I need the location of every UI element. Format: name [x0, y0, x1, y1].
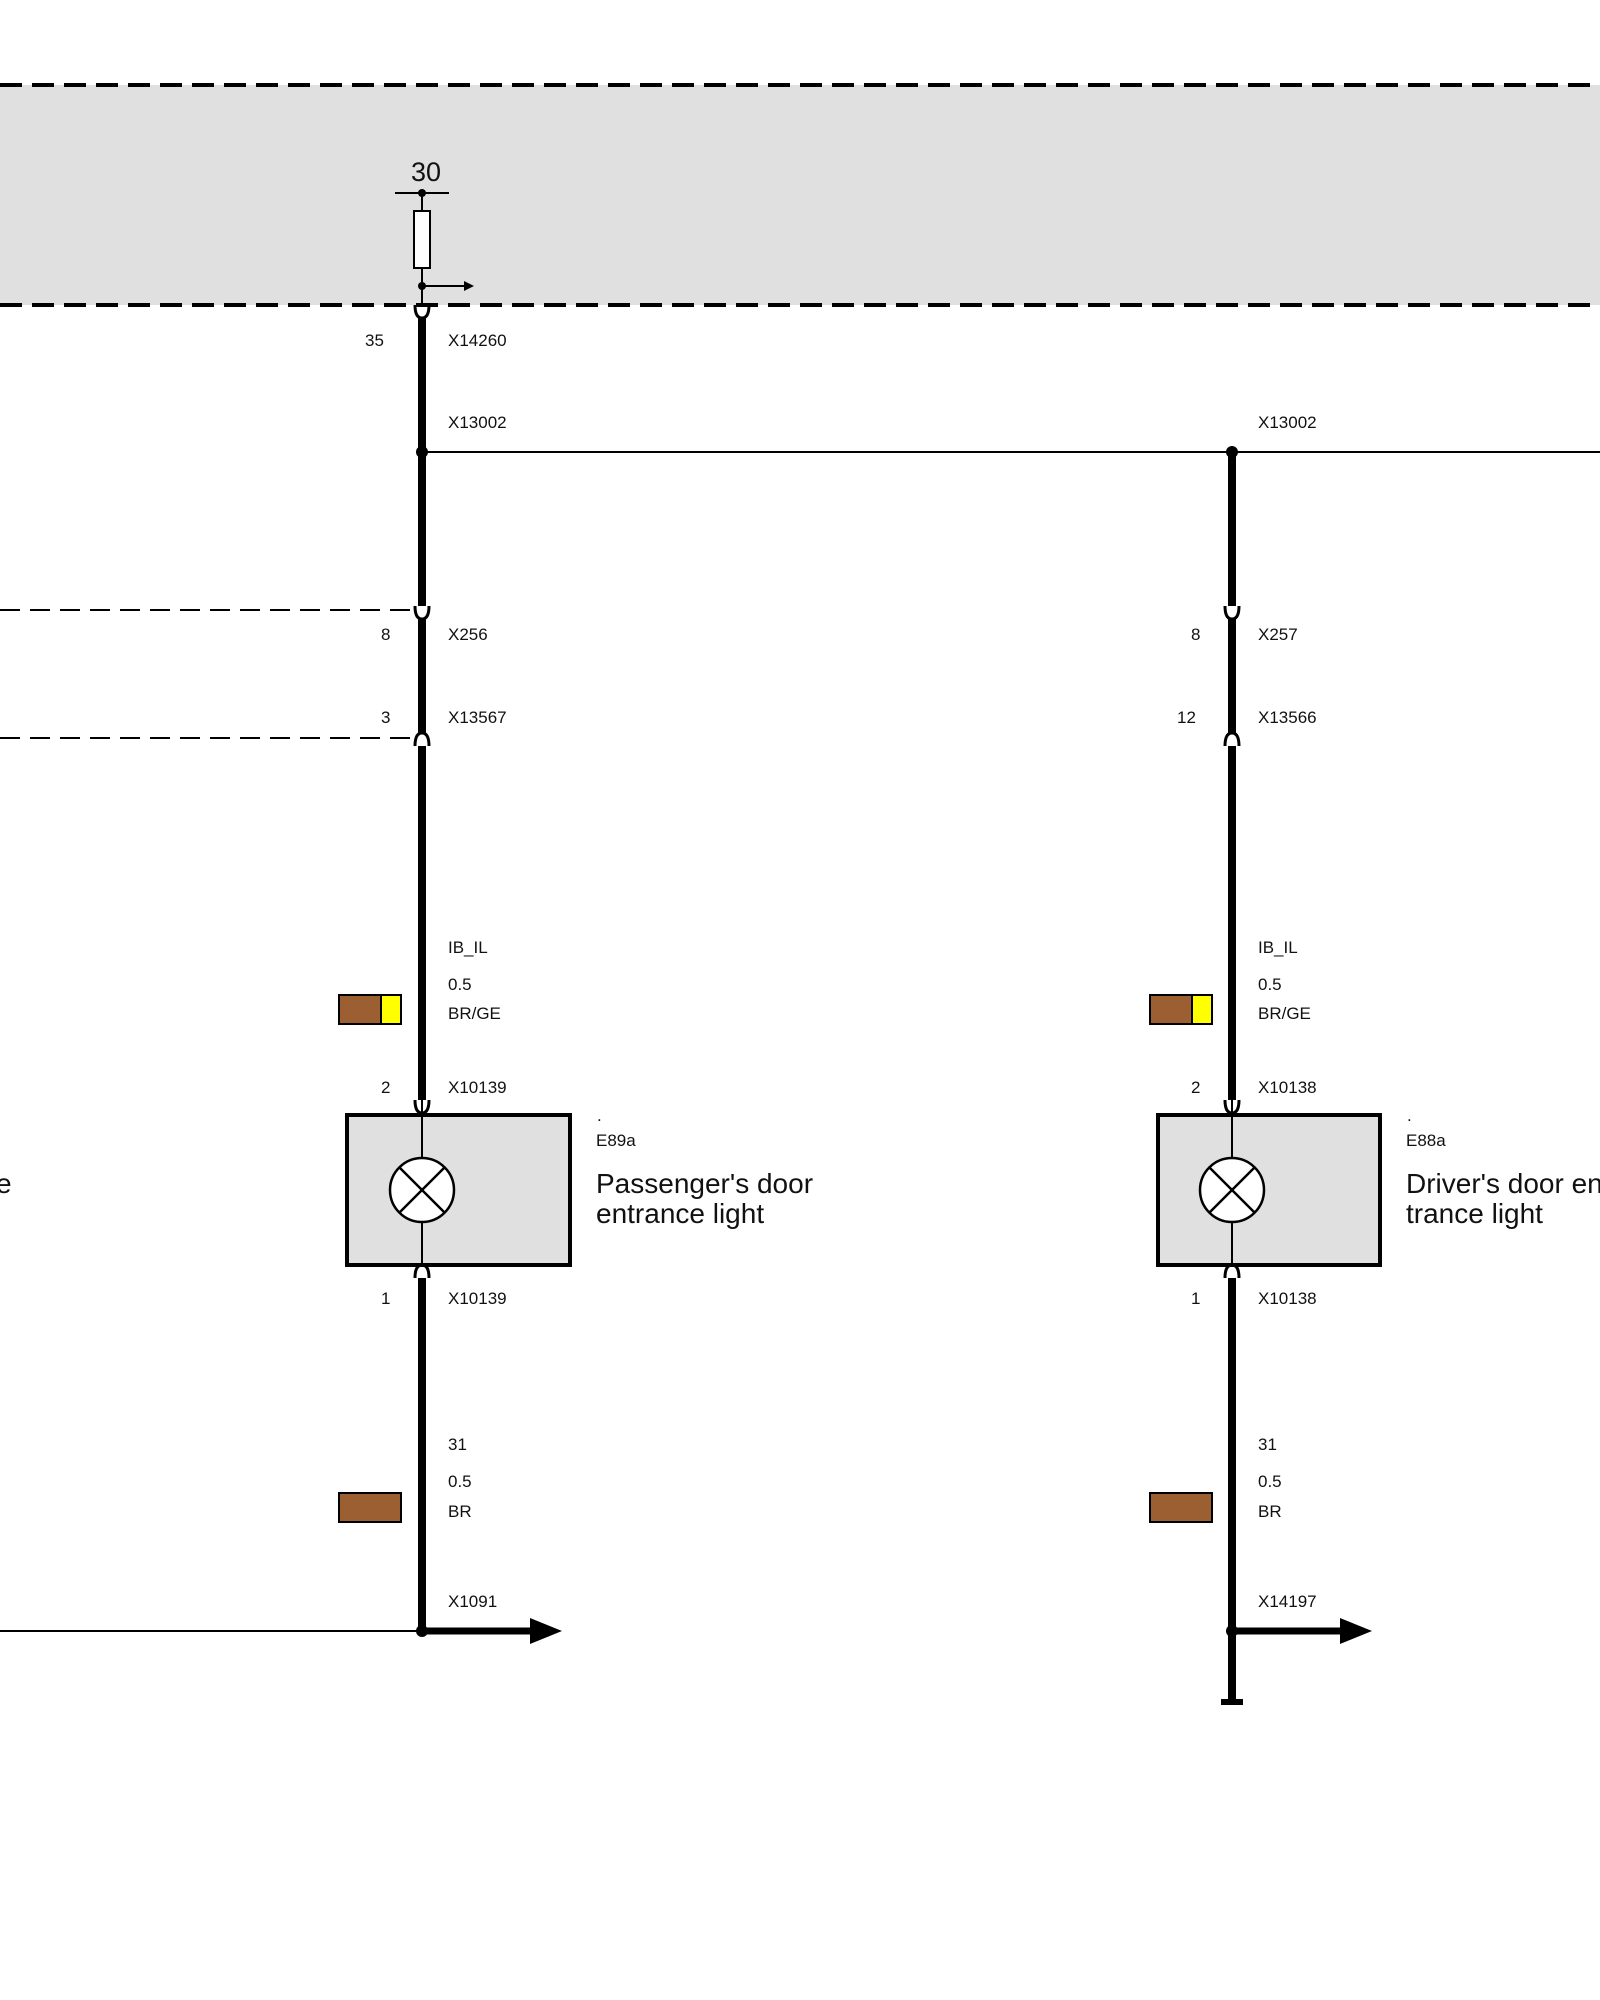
- connector-x257-icon: [1223, 605, 1241, 621]
- terminal-30-label: 30: [411, 157, 441, 187]
- connector-x256-icon: [413, 605, 431, 621]
- ground-arrow-left-icon: [530, 1618, 562, 1644]
- wire-size-label: 0.5: [1258, 975, 1282, 994]
- component-id-e88a: E88a: [1406, 1131, 1446, 1150]
- connector-label-x13566: X13566: [1258, 708, 1317, 727]
- connector-label-x1091: X1091: [448, 1592, 497, 1611]
- wire-color-swatch-yellow: [380, 994, 402, 1025]
- pin-label: 2: [1191, 1078, 1200, 1097]
- connector-x10138-bottom-icon: [1223, 1263, 1241, 1279]
- component-e89a-box: [345, 1113, 572, 1267]
- pin-label: 8: [381, 625, 390, 644]
- lamp-icon: [1198, 1156, 1266, 1224]
- wire-color-swatch-yellow-right: [1191, 994, 1213, 1025]
- component-dot: .: [597, 1106, 602, 1125]
- connector-label-x10138-bottom: X10138: [1258, 1289, 1317, 1308]
- wire-color-label: BR/GE: [448, 1004, 501, 1023]
- wire-color-label: BR/GE: [1258, 1004, 1311, 1023]
- ground-wire-color-label: BR: [448, 1502, 472, 1521]
- pin-label: 2: [381, 1078, 390, 1097]
- connector-label-x13002-left: X13002: [448, 413, 507, 432]
- ground-icon: [1221, 1690, 1243, 1705]
- component-id-e89a: E89a: [596, 1131, 636, 1150]
- connector-x10139-bottom-icon: [413, 1263, 431, 1279]
- wire-color-swatch-br: [338, 1492, 402, 1523]
- connector-label-x10139-bottom: X10139: [448, 1289, 507, 1308]
- control-unit-band: [0, 85, 1600, 305]
- ground-terminal-label: 31: [1258, 1435, 1277, 1454]
- ground-wire-size-label: 0.5: [1258, 1472, 1282, 1491]
- signal-label: IB_IL: [1258, 938, 1298, 957]
- pin-label: 12: [1177, 708, 1196, 727]
- component-name-line2: entrance light: [596, 1198, 764, 1229]
- pin-label: 8: [1191, 625, 1200, 644]
- connector-label-x14260: X14260: [448, 331, 507, 350]
- connector-label-x10139-top: X10139: [448, 1078, 507, 1097]
- lamp-icon: [388, 1156, 456, 1224]
- connector-label-x13567: X13567: [448, 708, 507, 727]
- component-name-line1: Passenger's door: [596, 1168, 813, 1199]
- connector-label-x14197: X14197: [1258, 1592, 1317, 1611]
- component-name-line2: trance light: [1406, 1198, 1543, 1229]
- ground-terminal-label: 31: [448, 1435, 467, 1454]
- connector-x13567-icon: [413, 731, 431, 747]
- ground-arrow-right-icon: [1340, 1618, 1372, 1644]
- pin-label: 1: [1191, 1289, 1200, 1308]
- signal-label: IB_IL: [448, 938, 488, 957]
- connector-x13566-icon: [1223, 731, 1241, 747]
- connector-label-x257: X257: [1258, 625, 1298, 644]
- wire-size-label: 0.5: [448, 975, 472, 994]
- wire-color-swatch-brown: [338, 994, 382, 1025]
- pin-label: 1: [381, 1289, 390, 1308]
- component-e88a-box: [1156, 1113, 1382, 1267]
- pin-label: 35: [365, 331, 384, 350]
- wire-color-swatch-br-right: [1149, 1492, 1213, 1523]
- fuse-icon: [413, 210, 431, 269]
- wire-color-swatch-brown-right: [1149, 994, 1193, 1025]
- component-dot: .: [1407, 1106, 1412, 1125]
- component-name-line1: Driver's door en: [1406, 1168, 1600, 1199]
- pin-label: 3: [381, 708, 390, 727]
- connector-label-x10138-top: X10138: [1258, 1078, 1317, 1097]
- ground-wire-size-label: 0.5: [448, 1472, 472, 1491]
- cut-off-label: e: [0, 1168, 12, 1199]
- connector-label-x256: X256: [448, 625, 488, 644]
- connector-label-x13002-right: X13002: [1258, 413, 1317, 432]
- ground-wire-color-label: BR: [1258, 1502, 1282, 1521]
